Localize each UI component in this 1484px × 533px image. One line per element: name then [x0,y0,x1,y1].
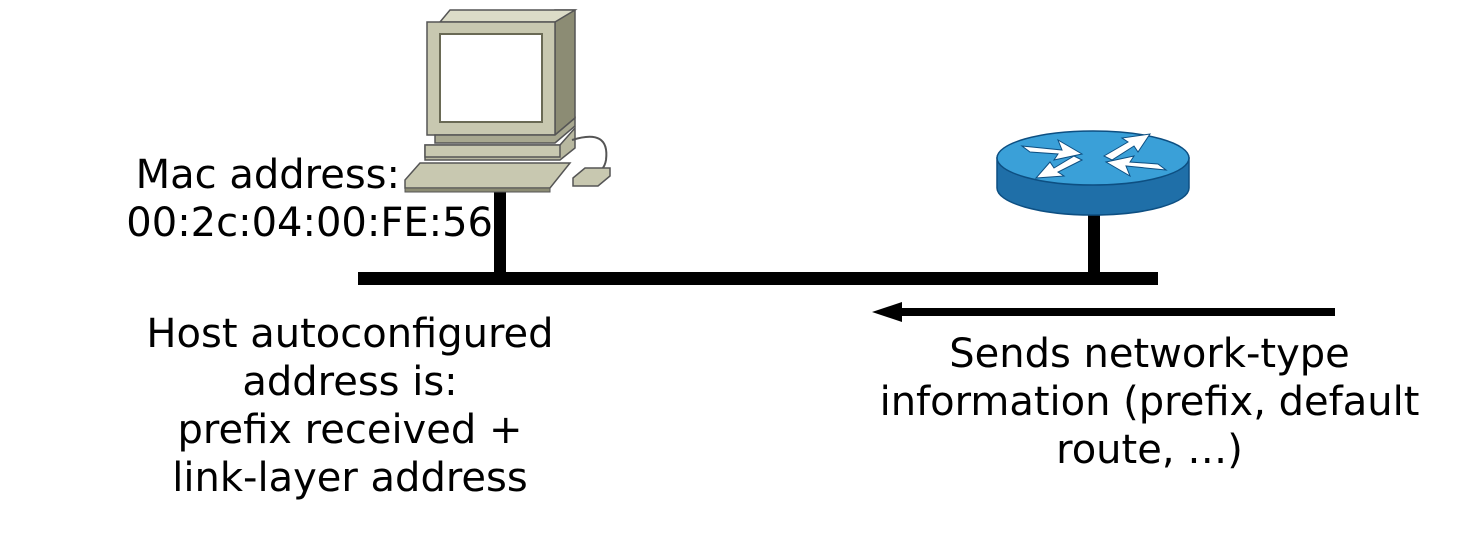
router-label-line2: information (prefix, default [879,379,1420,425]
host-label-line4: link-layer address [172,455,528,501]
router-label-line3: route, …) [1056,427,1243,473]
router-icon [996,130,1190,216]
router-label-line1: Sends network-type [949,331,1350,377]
host-address-label: Host autoconfigured address is: prefix r… [70,310,630,502]
network-bus [358,272,1158,285]
router-drop-line [1088,205,1100,276]
host-label-line2: address is: [242,359,458,405]
mac-address-label: Mac address: 00:2c:04:00:FE:56 [0,151,493,247]
router-info-label: Sends network-type information (prefix, … [815,330,1484,474]
mac-address-line1: Mac address: [135,152,400,198]
mac-address-line2: 00:2c:04:00:FE:56 [126,200,493,246]
host-label-line3: prefix received + [177,407,523,453]
host-label-line1: Host autoconfigured [146,311,554,357]
host-drop-line [494,180,506,276]
computer-icon [404,9,611,193]
arrow-left-icon [872,302,1335,322]
